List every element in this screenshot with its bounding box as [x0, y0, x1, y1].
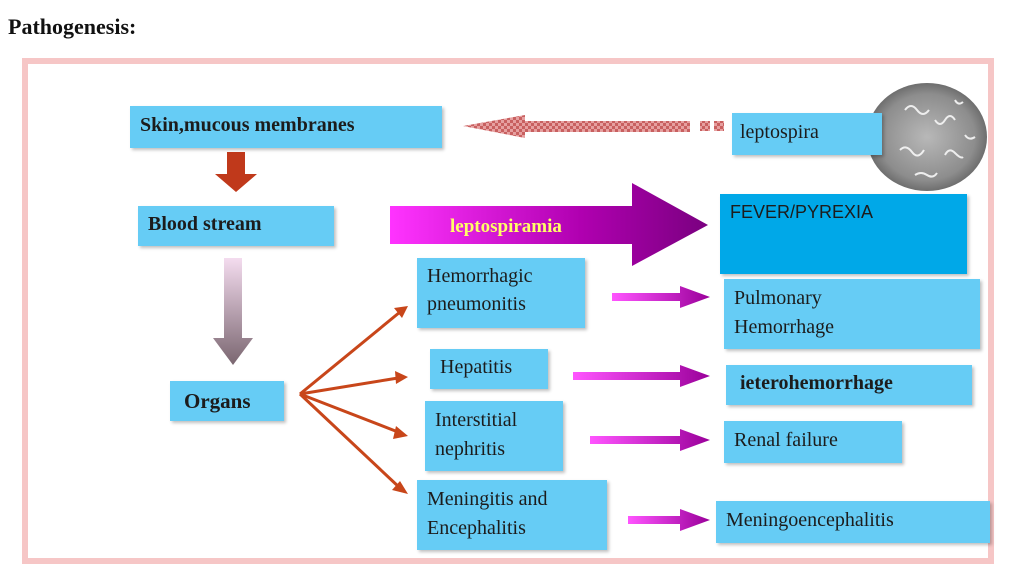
renal-failure-label: Renal failure — [734, 429, 838, 451]
blood-stream-box: Blood stream — [138, 206, 334, 246]
hemorrhage-label: Hemorrhage — [734, 316, 834, 338]
encephalitis-label: Encephalitis — [427, 517, 526, 539]
fever-label: FEVER/PYREXIA — [730, 202, 874, 222]
interstitial-nephritis-box: Interstitial nephritis — [425, 401, 563, 471]
hemorrhagic-pneumonitis-box: Hemorrhagic pneumonitis — [417, 258, 585, 328]
entry-arrow — [463, 115, 724, 138]
meningitis-label: Meningitis and — [427, 488, 548, 510]
leptospira-micrograph-icon — [867, 83, 987, 191]
blood-stream-label: Blood stream — [148, 213, 262, 235]
pneumonitis-label: pneumonitis — [427, 293, 526, 315]
renal-failure-box: Renal failure — [724, 421, 902, 463]
skin-mucous-box: Skin,mucous membranes — [130, 106, 442, 148]
hepatitis-box: Hepatitis — [430, 349, 548, 389]
nephritis-label: nephritis — [435, 438, 505, 460]
ieterohemorrhage-label: ieterohemorrhage — [740, 372, 893, 394]
leptospiramia-label: leptospiramia — [450, 216, 562, 237]
hemorrhagic-label: Hemorrhagic — [427, 265, 533, 287]
organs-label: Organs — [184, 389, 251, 413]
leptospiramia-arrow — [390, 183, 708, 266]
organs-box: Organs — [170, 381, 284, 421]
ieterohemorrhage-box: ieterohemorrhage — [726, 365, 972, 405]
hepatitis-label: Hepatitis — [440, 356, 513, 378]
pulmonary-label: Pulmonary — [734, 287, 822, 309]
meningoencephalitis-box: Meningoencephalitis — [716, 501, 990, 543]
down-arrow-skin-to-blood — [215, 152, 257, 192]
interstitial-label: Interstitial — [435, 409, 518, 431]
outcome-arrows — [573, 286, 710, 531]
down-arrow-blood-to-organs — [213, 258, 253, 365]
organ-branch-arrows — [298, 306, 408, 494]
fever-box: FEVER/PYREXIA — [720, 194, 967, 274]
page-title: Pathogenesis: — [8, 14, 137, 39]
leptospira-label: leptospira — [740, 121, 819, 143]
skin-mucous-label: Skin,mucous membranes — [140, 114, 355, 136]
pulmonary-hemorrhage-box: Pulmonary Hemorrhage — [724, 279, 980, 349]
leptospira-box: leptospira — [732, 113, 882, 155]
meningitis-encephalitis-box: Meningitis and Encephalitis — [417, 480, 607, 550]
meningoencephalitis-label: Meningoencephalitis — [726, 509, 894, 531]
